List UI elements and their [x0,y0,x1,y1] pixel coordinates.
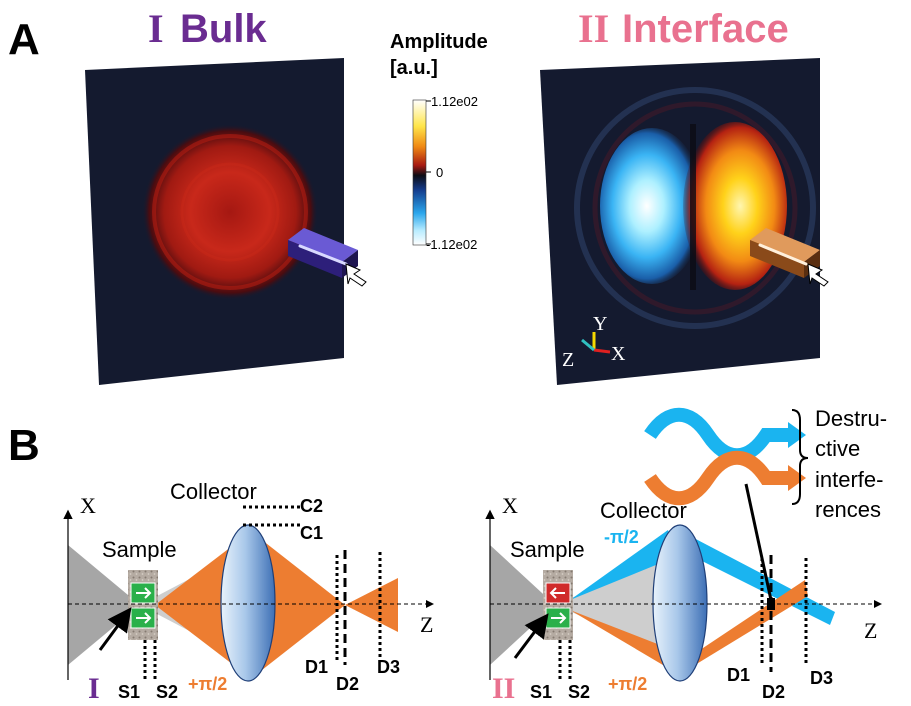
left-collector-label: Collector [170,479,257,504]
left-case-numeral: I [88,672,100,705]
colorbar: Amplitude [a.u.] 1.12e02 0 -1.12e02 [390,31,488,252]
schematic-bulk [63,505,434,682]
right-case-numeral: II [492,672,515,705]
right-z-axis-label: Z [864,618,877,643]
bulk-numeral: I [148,6,164,51]
right-d2-label: D2 [762,682,785,702]
left-d2-label: D2 [336,674,359,694]
interface-numeral: II [578,6,609,51]
sample-right [543,570,573,640]
left-c1-label: C1 [300,523,323,543]
right-sample-label: Sample [510,537,585,562]
colorbar-tick-max: 1.12e02 [431,94,478,109]
bulk-title: Bulk [180,7,267,51]
right-phase-bottom-label: +π/2 [608,674,647,694]
right-phase-top-label: -π/2 [604,527,639,547]
incident-beam-right [490,545,555,665]
colorbar-title-line2: [a.u.] [390,57,438,79]
left-z-axis-label: Z [420,612,433,637]
bulk-field-plot [85,58,367,385]
blue-wave [644,407,788,463]
orange-wave [644,450,788,506]
scattered-beam-blue [570,530,678,600]
annotation-line1: Destru- [815,406,887,431]
collector-lens-right [652,524,708,682]
left-s1-label: S1 [118,682,140,702]
annotation-line3: interfe- [815,467,883,492]
incident-beam-left [68,545,140,665]
left-c2-label: C2 [300,496,323,516]
sample-left [128,570,158,640]
triad-z-label: Z [562,349,574,371]
brace [791,409,809,505]
panel-b-letter: B [8,421,40,470]
collector-lens-left [220,524,276,682]
panel-a-letter: A [8,15,40,64]
left-phase-label: +π/2 [188,674,227,694]
annotation-line2: ctive [815,436,860,461]
right-s2-label: S2 [568,682,590,702]
interface-field-plot: Y Z X [540,58,829,385]
interface-title: Interface [622,7,789,51]
right-x-axis-label: X [502,493,518,518]
right-d1-label: D1 [727,665,750,685]
left-d3-label: D3 [377,657,400,677]
triad-x-label: X [611,343,626,365]
left-sample-label: Sample [102,537,177,562]
right-collector-label: Collector [600,498,687,523]
right-s1-label: S1 [530,682,552,702]
colorbar-tick-min: -1.12e02 [426,237,477,252]
triad-y-label: Y [593,313,607,335]
right-d3-label: D3 [810,668,833,688]
annotation-line4: rences [815,497,881,522]
left-s2-label: S2 [156,682,178,702]
left-x-axis-label: X [80,493,96,518]
schematic-interface [485,407,882,682]
left-d1-label: D1 [305,657,328,677]
scattered-beam-left [155,540,240,670]
scattered-beam-orange [570,610,678,668]
colorbar-tick-mid: 0 [436,165,443,180]
colorbar-title-line1: Amplitude [390,31,488,53]
